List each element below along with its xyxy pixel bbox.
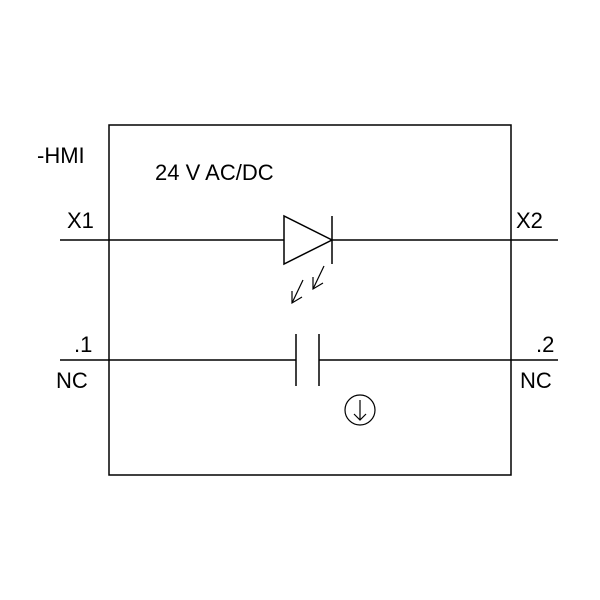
terminal-label-x2: X2 — [516, 208, 543, 233]
device-tag: -HMI — [37, 143, 85, 168]
terminal-number-right: .2 — [536, 332, 554, 357]
voltage-label: 24 V AC/DC — [155, 160, 274, 185]
led-diode-icon — [283, 214, 334, 266]
terminal-type-right: NC — [520, 368, 552, 393]
push-actuator-icon — [344, 394, 376, 426]
device-enclosure — [108, 124, 512, 476]
terminal-type-left: NC — [56, 368, 88, 393]
normally-closed-contact-icon — [295, 334, 320, 386]
light-emission-arrows-icon — [291, 265, 325, 305]
terminal-label-x1: X1 — [67, 208, 94, 233]
terminal-number-left: .1 — [74, 332, 92, 357]
